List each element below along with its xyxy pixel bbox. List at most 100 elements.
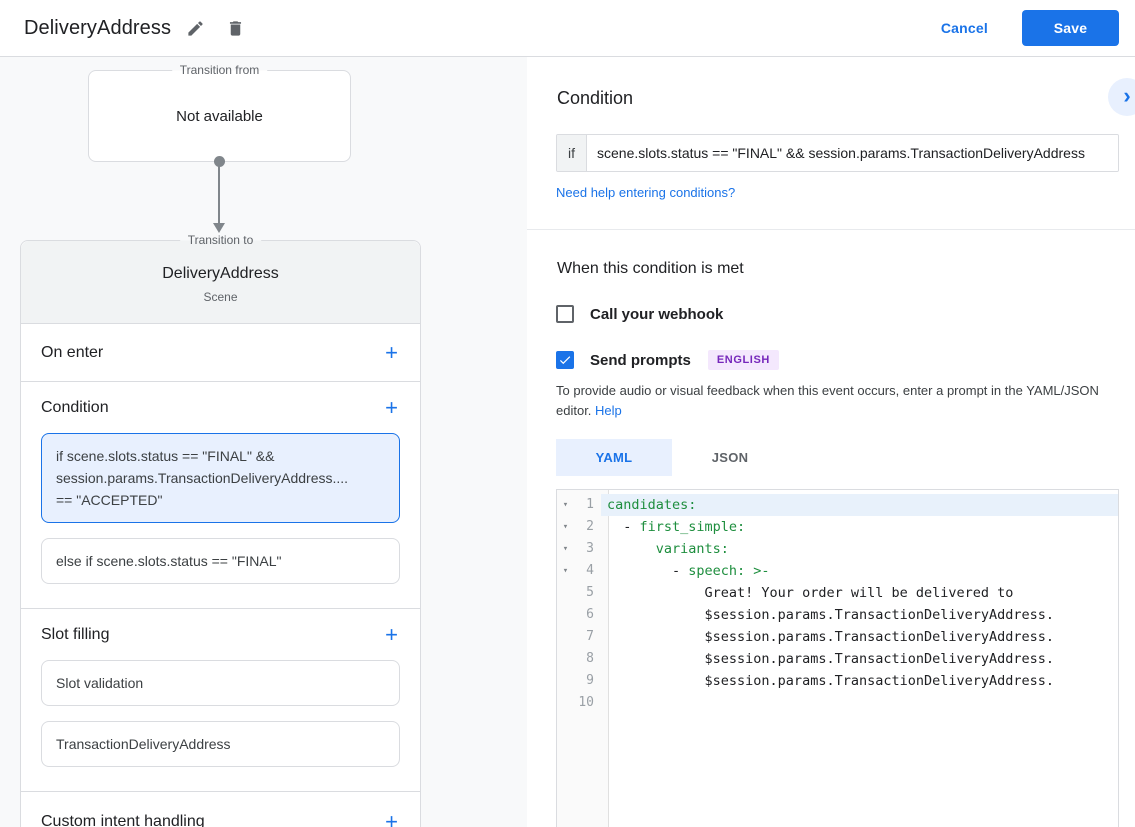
fold-arrow-icon[interactable]: ▾ bbox=[562, 500, 569, 510]
call-webhook-label: Call your webhook bbox=[590, 305, 724, 323]
prompt-description: To provide audio or visual feedback when… bbox=[556, 381, 1119, 421]
fold-arrow-icon[interactable]: ▾ bbox=[562, 566, 569, 576]
language-badge: ENGLISH bbox=[707, 350, 779, 370]
editor-line: 5 Great! Your order will be delivered to bbox=[557, 582, 1118, 604]
edit-title-button[interactable] bbox=[179, 12, 211, 44]
condition-title: Condition bbox=[557, 88, 634, 108]
trash-icon bbox=[226, 19, 245, 38]
condition-expression-input[interactable] bbox=[587, 135, 1118, 171]
add-custom-intent-button[interactable]: + bbox=[385, 811, 398, 827]
if-prefix-label: if bbox=[557, 135, 587, 171]
pencil-icon bbox=[186, 19, 205, 38]
send-prompts-row: Send prompts ENGLISH bbox=[556, 350, 1135, 370]
condition-card[interactable]: else if scene.slots.status == "FINAL" bbox=[41, 538, 400, 584]
prompt-description-text: To provide audio or visual feedback when… bbox=[556, 383, 1099, 418]
fold-arrow-icon[interactable]: ▾ bbox=[562, 544, 569, 554]
code-line-content[interactable]: Great! Your order will be delivered to bbox=[607, 585, 1014, 601]
fold-arrow-empty bbox=[557, 582, 574, 604]
transition-to-legend: Transition to bbox=[179, 233, 262, 248]
chevron-right-icon: › bbox=[1123, 82, 1131, 108]
yaml-code-editor[interactable]: ▾ 1 candidates: ▾ 2 - first_simple: ▾3 varian… bbox=[556, 489, 1119, 827]
edge-dot bbox=[214, 156, 225, 167]
editor-line: 9 $session.params.TransactionDeliveryAdd… bbox=[557, 670, 1118, 692]
line-number: 9 bbox=[586, 673, 594, 688]
condition-section: Condition + if scene.slots.status == "FI… bbox=[21, 382, 420, 609]
send-prompts-checkbox[interactable] bbox=[556, 351, 574, 369]
fold-arrow-empty bbox=[557, 604, 574, 626]
line-number: 6 bbox=[586, 607, 594, 622]
code-line-content[interactable]: candidates: bbox=[601, 494, 1118, 516]
collapse-panel-button[interactable]: › bbox=[1108, 78, 1135, 116]
transition-from-value: Not available bbox=[176, 107, 263, 125]
call-webhook-checkbox[interactable] bbox=[556, 305, 574, 323]
line-number: 7 bbox=[586, 629, 594, 644]
code-line-content[interactable]: - speech: >- bbox=[607, 563, 770, 579]
fold-arrow-empty bbox=[557, 648, 574, 670]
help-link[interactable]: Help bbox=[595, 403, 622, 418]
editor-line: 7 $session.params.TransactionDeliveryAdd… bbox=[557, 626, 1118, 648]
on-enter-row: On enter + bbox=[21, 324, 420, 382]
editor-tab-bar: YAML JSON bbox=[556, 439, 1135, 476]
slot-card[interactable]: TransactionDeliveryAddress bbox=[41, 721, 400, 767]
fold-arrow-empty bbox=[557, 626, 574, 648]
webhook-row: Call your webhook bbox=[556, 305, 1135, 323]
condition-header: Condition › bbox=[527, 57, 1135, 116]
custom-intent-row: Custom intent handling + bbox=[21, 792, 420, 827]
editor-line: ▾3 variants: bbox=[557, 538, 1118, 560]
line-number: 5 bbox=[586, 585, 594, 600]
save-button[interactable]: Save bbox=[1022, 10, 1119, 46]
code-line-content[interactable]: $session.params.TransactionDeliveryAddre… bbox=[607, 629, 1055, 645]
add-condition-button[interactable]: + bbox=[385, 395, 398, 420]
scene-name: DeliveryAddress bbox=[162, 265, 279, 282]
when-condition-met-title: When this condition is met bbox=[557, 260, 744, 277]
check-icon bbox=[558, 353, 572, 367]
slot-card[interactable]: Slot validation bbox=[41, 660, 400, 706]
condition-card-list: if scene.slots.status == "FINAL" &&sessi… bbox=[41, 433, 400, 584]
custom-intent-label: Custom intent handling bbox=[41, 813, 205, 827]
line-number: 1 bbox=[586, 497, 594, 512]
scene-type-label: Scene bbox=[203, 290, 238, 304]
transition-diagram-panel: Transition from Not available Transition… bbox=[0, 57, 527, 827]
page-title: DeliveryAddress bbox=[24, 16, 172, 39]
transition-to-card: Transition to DeliveryAddress Scene On e… bbox=[20, 233, 421, 827]
send-prompts-label: Send prompts bbox=[590, 351, 691, 369]
editor-line: ▾ 2 - first_simple: bbox=[557, 516, 1118, 538]
fold-arrow-empty bbox=[557, 692, 574, 714]
scene-card-header: DeliveryAddress Scene bbox=[21, 241, 420, 324]
slot-filling-label: Slot filling bbox=[41, 626, 110, 643]
edge-arrowhead-icon bbox=[213, 223, 225, 233]
code-line-content[interactable]: $session.params.TransactionDeliveryAddre… bbox=[607, 607, 1055, 623]
conditions-help-link[interactable]: Need help entering conditions? bbox=[556, 185, 736, 200]
code-line-content[interactable]: variants: bbox=[655, 541, 729, 557]
tab-yaml[interactable]: YAML bbox=[556, 439, 672, 476]
add-on-enter-button[interactable]: + bbox=[385, 339, 398, 365]
fold-arrow-empty bbox=[557, 670, 574, 692]
line-number: 8 bbox=[586, 651, 594, 666]
code-line-content[interactable]: $session.params.TransactionDeliveryAddre… bbox=[607, 651, 1055, 667]
on-enter-label: On enter bbox=[41, 343, 104, 361]
edge-line bbox=[218, 162, 220, 224]
line-number: 4 bbox=[586, 563, 594, 578]
condition-detail-panel: Condition › if Need help entering condit… bbox=[527, 57, 1135, 827]
tab-json[interactable]: JSON bbox=[711, 450, 749, 465]
transition-from-legend: Transition from bbox=[171, 63, 268, 78]
section-divider bbox=[527, 229, 1135, 230]
top-bar: DeliveryAddress Cancel Save bbox=[0, 0, 1135, 57]
code-line-content[interactable]: - first_simple: bbox=[607, 519, 746, 535]
editor-line: 10 bbox=[557, 692, 1118, 714]
editor-line: ▾ 4 - speech: >- bbox=[557, 560, 1118, 582]
delete-scene-button[interactable] bbox=[219, 12, 251, 44]
condition-card[interactable]: if scene.slots.status == "FINAL" &&sessi… bbox=[41, 433, 400, 523]
editor-line: ▾ 1 candidates: bbox=[557, 494, 1118, 516]
code-line-content[interactable] bbox=[601, 692, 1118, 714]
fold-arrow-icon[interactable]: ▾ bbox=[562, 522, 569, 532]
code-line-content[interactable]: $session.params.TransactionDeliveryAddre… bbox=[607, 673, 1055, 689]
line-number: 2 bbox=[586, 519, 594, 534]
cancel-button[interactable]: Cancel bbox=[940, 20, 988, 36]
editor-line: 8 $session.params.TransactionDeliveryAdd… bbox=[557, 648, 1118, 670]
transition-from-box: Transition from Not available bbox=[88, 63, 351, 162]
condition-section-label: Condition bbox=[41, 399, 109, 416]
add-slot-button[interactable]: + bbox=[385, 622, 398, 647]
